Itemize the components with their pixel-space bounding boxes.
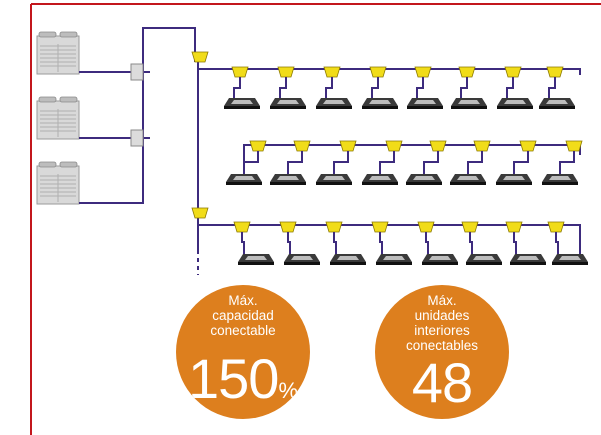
row-2-branch-pipe (333, 151, 349, 174)
branch-valve-icon (191, 51, 209, 63)
cassette-unit-icon (407, 98, 443, 109)
row-3-branch-pipe (469, 232, 473, 255)
branch-valve-icon (385, 140, 403, 152)
main-trunk-pipe (79, 27, 196, 204)
row-1-branch-pipe (416, 77, 424, 99)
branch-valve-icon (519, 140, 537, 152)
branch-valve-icon (277, 66, 295, 78)
cassette-unit-icon (539, 98, 575, 109)
row-2-header-pipe (243, 144, 581, 170)
branch-valve-icon (458, 66, 476, 78)
branch-valve-icon (565, 140, 583, 152)
cassette-unit-icon (542, 174, 578, 185)
cassette-unit-icon (496, 174, 532, 185)
max-capacity-label: Máx. capacidad conectable (210, 293, 276, 338)
row-1-branch-pipe (548, 77, 556, 99)
outdoor-unit-icon (36, 161, 80, 205)
cassette-unit-icon (270, 174, 306, 185)
row-2-branch-pipe (513, 151, 529, 174)
branch-valve-icon (371, 221, 389, 233)
cassette-unit-icon (422, 254, 458, 265)
branch-valve-icon (369, 66, 387, 78)
max-capacity-value-line: 150% (176, 349, 310, 419)
cassette-unit-icon (450, 174, 486, 185)
row-2-branch-pipe (287, 151, 303, 174)
row-3-branch-pipe (555, 232, 559, 255)
cassette-unit-icon (316, 174, 352, 185)
row-1-branch-pipe (460, 77, 468, 99)
row-3-branch-pipe (379, 232, 383, 255)
row-3-branch-pipe (241, 232, 245, 255)
cassette-unit-icon (362, 174, 398, 185)
cassette-unit-icon (552, 254, 588, 265)
branch-valve-icon (325, 221, 343, 233)
max-capacity-unit: % (278, 378, 298, 403)
branch-valve-icon (279, 221, 297, 233)
max-indoor-units-label: Máx. unidades interiores conectables (405, 293, 479, 353)
branch-valve-icon (191, 207, 209, 219)
max-capacity-value: 150 (188, 347, 279, 410)
branch-valve-icon (293, 140, 311, 152)
cassette-unit-icon (497, 98, 533, 109)
branch-valve-icon (249, 140, 267, 152)
cassette-unit-icon (510, 254, 546, 265)
cassette-unit-icon (226, 174, 262, 185)
row-1-header-pipe (198, 68, 581, 75)
max-indoor-units-badge: Máx. unidades interiores conectables 48 (375, 285, 509, 419)
row-3-branch-pipe (287, 232, 291, 255)
row-1-branch-pipe (371, 77, 379, 99)
cassette-unit-icon (362, 98, 398, 109)
cassette-unit-icon (406, 174, 442, 185)
cassette-unit-icon (238, 254, 274, 265)
branch-header-icon (130, 129, 144, 147)
branch-valve-icon (547, 221, 565, 233)
row-2-branch-pipe (423, 151, 439, 174)
row-1-branch-pipe (233, 77, 241, 99)
cassette-unit-icon (316, 98, 352, 109)
row-3-header-pipe (198, 224, 581, 265)
branch-valve-icon (323, 66, 341, 78)
cassette-unit-icon (270, 98, 306, 109)
row-2-branch-pipe (559, 151, 575, 174)
branch-header-icon (130, 63, 144, 81)
max-indoor-units-value: 48 (411, 351, 473, 414)
outdoor-unit-icon (36, 31, 80, 75)
branch-valve-icon (231, 66, 249, 78)
branch-valve-icon (417, 221, 435, 233)
row-1-branch-pipe (325, 77, 333, 99)
cassette-unit-icon (330, 254, 366, 265)
outdoor-unit-icon (36, 96, 80, 140)
cassette-unit-icon (224, 98, 260, 109)
row-3-branch-pipe (425, 232, 429, 255)
cassette-unit-icon (284, 254, 320, 265)
branch-valve-icon (505, 221, 523, 233)
cassette-unit-icon (451, 98, 487, 109)
branch-valve-icon (339, 140, 357, 152)
cassette-unit-icon (376, 254, 412, 265)
row-3-branch-pipe (333, 232, 337, 255)
row-2-branch-pipe (243, 151, 259, 174)
branch-valve-icon (233, 221, 251, 233)
branch-valve-icon (414, 66, 432, 78)
branch-valve-icon (461, 221, 479, 233)
row-1-branch-pipe (279, 77, 287, 99)
branch-valve-icon (429, 140, 447, 152)
cassette-unit-icon (466, 254, 502, 265)
row-2-branch-pipe (467, 151, 483, 174)
branch-valve-icon (546, 66, 564, 78)
branch-valve-icon (473, 140, 491, 152)
branch-valve-icon (504, 66, 522, 78)
row-3-branch-pipe (513, 232, 517, 255)
row-2-branch-pipe (379, 151, 395, 174)
row-1-branch-pipe (506, 77, 514, 99)
max-capacity-badge: Máx. capacidad conectable 150% (176, 285, 310, 419)
